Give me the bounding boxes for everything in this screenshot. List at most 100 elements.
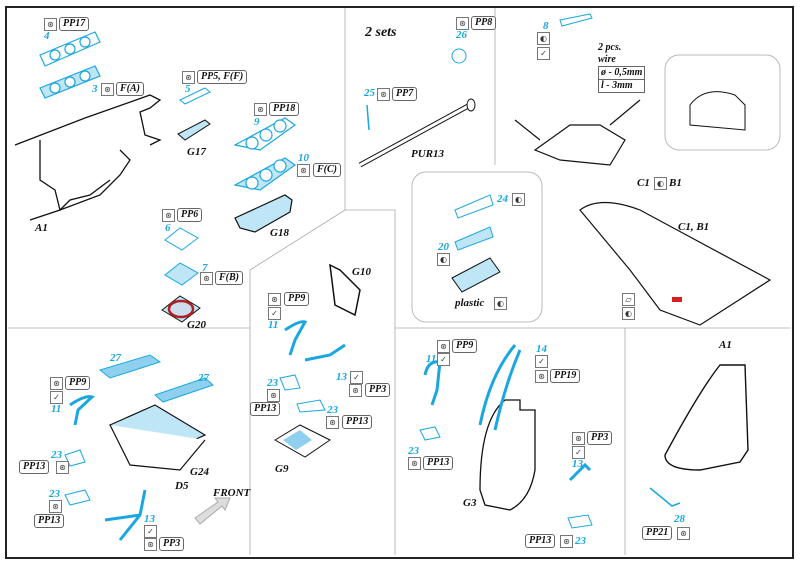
bend-icon: ⊛: [349, 384, 362, 397]
label-g3: G3: [463, 497, 477, 509]
divider-center: [345, 209, 396, 555]
label-c1: C1: [637, 177, 650, 189]
bend-icon: ⊛: [456, 17, 469, 30]
belt-11-g3: [423, 360, 442, 406]
ref-pp13: PP13: [525, 534, 556, 548]
paint-icon: ◐: [622, 307, 635, 320]
part-26: [451, 48, 467, 64]
bend-icon: ⊛: [408, 457, 421, 470]
wire-note-material: wire: [598, 54, 616, 65]
label-a1: A1: [35, 222, 48, 234]
bend-icon: ⊛: [377, 88, 390, 101]
part-number-10: 10: [298, 152, 309, 164]
detail-inset-drawing: [689, 91, 746, 131]
buckle-23-d5-b: [64, 489, 91, 506]
cut-icon: ▱: [622, 293, 635, 306]
part-number-11: 11: [268, 319, 279, 331]
bend-icon: ⊛: [254, 103, 267, 116]
part-4-strip: [39, 31, 101, 67]
label-front: FRONT: [213, 487, 251, 499]
part-number-14: 14: [536, 343, 547, 355]
bend-icon: ⊛: [162, 209, 175, 222]
part-number-5: 5: [185, 83, 191, 95]
bend-icon: ⊛: [326, 416, 339, 429]
ref-pp7: PP7: [392, 87, 418, 101]
bend-icon: ⊛: [182, 71, 195, 84]
glue-icon: ✓: [144, 525, 157, 538]
part-number-13: 13: [144, 513, 155, 525]
part-number-11: 11: [51, 403, 62, 415]
bend-icon: ⊛: [535, 370, 548, 383]
part-27-a: [98, 354, 162, 379]
ref-pp9: PP9: [452, 339, 478, 353]
part-number-13: 13: [336, 371, 347, 383]
wire-note: 2 pcs. wire ø - 0,5mm l - 3mm: [598, 42, 646, 93]
ref-pp18: PP18: [269, 102, 300, 116]
part-10: [233, 157, 297, 191]
part-number-9: 9: [254, 116, 260, 128]
ref-pp13: PP13: [34, 514, 65, 528]
divider-left-center: [249, 8, 346, 555]
glue-icon: ✓: [535, 355, 548, 368]
bend-icon: ⊛: [560, 535, 573, 548]
part-number-23: 23: [327, 404, 338, 416]
paint-icon: ◐: [654, 177, 667, 190]
part-27-b: [154, 377, 214, 403]
wire-note-count: 2 pcs.: [598, 42, 622, 53]
paint-icon: ◐: [537, 32, 550, 45]
rod-pur13: [358, 98, 476, 168]
sets-header: 2 sets: [365, 25, 397, 40]
ref-fb: F(B): [215, 271, 243, 285]
ref-pp8: PP8: [471, 16, 497, 30]
label-a1-tail: A1: [719, 339, 732, 351]
part-number-27: 27: [198, 372, 209, 384]
belt-11-d5: [69, 395, 95, 426]
label-g10: G10: [352, 266, 371, 278]
bend-icon: ⊛: [101, 83, 114, 96]
bend-icon: ⊛: [267, 389, 280, 402]
bend-icon: ⊛: [677, 527, 690, 540]
part-number-23: 23: [267, 377, 278, 389]
part-number-26: 26: [456, 29, 467, 41]
front-arrow-icon: [194, 497, 231, 525]
ref-pp13: PP13: [423, 456, 454, 470]
bend-icon: ⊛: [49, 500, 62, 513]
ref-pp3: PP3: [365, 383, 391, 397]
wing-drawing: [579, 201, 772, 326]
part-5: [179, 87, 211, 105]
plastic-part: [451, 257, 501, 293]
part-number-7: 7: [202, 262, 208, 274]
label-g17: G17: [187, 146, 206, 158]
label-g24: G24: [190, 466, 209, 478]
bend-icon: ⊛: [437, 340, 450, 353]
part-g18: [234, 194, 293, 233]
belt-13-g3: [568, 462, 592, 482]
part-3-strip: [39, 65, 101, 99]
glue-icon: ✓: [268, 307, 281, 320]
harness-14: [478, 344, 522, 431]
glue-icon: ✓: [437, 353, 450, 366]
ref-pp3: PP3: [159, 537, 185, 551]
plastic-inset-box: [411, 171, 543, 323]
bend-icon: ⊛: [144, 538, 157, 551]
part-24: [454, 194, 494, 219]
part-g9-overlay: [283, 430, 312, 450]
belt-13-g9: [304, 343, 346, 362]
bend-icon: ⊛: [268, 293, 281, 306]
part-number-23: 23: [575, 535, 586, 547]
wire-note-length: l - 3mm: [598, 80, 646, 93]
ref-pp13: PP13: [342, 415, 373, 429]
fuselage-a1-drawing: [14, 94, 162, 221]
part-28: [649, 487, 681, 507]
label-d5: D5: [175, 480, 189, 492]
bend-icon: ⊛: [44, 18, 57, 31]
buckle-23-g9-b: [296, 399, 326, 413]
detail-inset-box: [664, 54, 781, 151]
ref-pp3: PP3: [587, 431, 613, 445]
part-number-28: 28: [674, 513, 685, 525]
glue-icon: ✓: [350, 371, 363, 384]
part-number-27: 27: [110, 352, 121, 364]
bend-icon: ⊛: [56, 461, 69, 474]
part-number-3: 3: [92, 83, 98, 95]
